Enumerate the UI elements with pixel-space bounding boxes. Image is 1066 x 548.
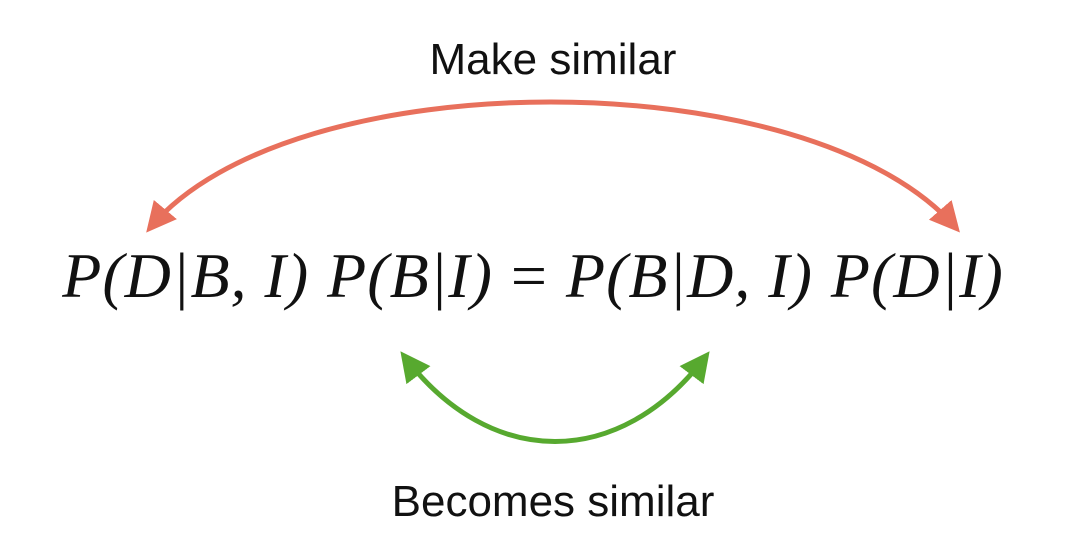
bayes-equation: P(D|B, I)P(B|I)=P(B|D, I)P(D|I) <box>0 244 1066 308</box>
make-similar-label: Make similar <box>429 35 677 84</box>
becomes-similar-label: Becomes similar <box>391 477 715 526</box>
posterior-term: P(B|D, I) <box>565 240 813 311</box>
equals-sign: = <box>510 240 548 311</box>
evidence-term: P(D|I) <box>830 240 1004 311</box>
prior-term: P(B|I) <box>327 240 493 311</box>
make-similar-arrow-icon <box>146 99 960 233</box>
becomes-similar-arrow-icon <box>400 351 710 444</box>
likelihood-term: P(D|B, I) <box>62 240 310 311</box>
